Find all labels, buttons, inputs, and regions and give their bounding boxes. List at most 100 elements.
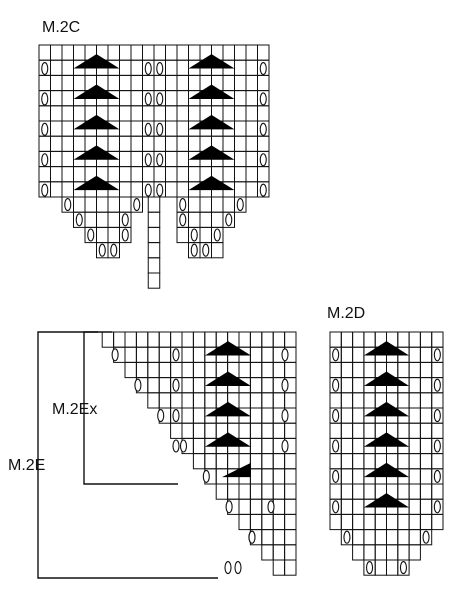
grid-cell [245,181,258,198]
grid-cell [222,196,235,213]
yarn-over-symbol [332,469,340,483]
grid-cell [147,257,161,274]
grid-cell [165,59,178,76]
grid-cell [352,407,365,424]
grid-cell [272,483,286,500]
grid-cell [222,211,235,228]
grid-cell [249,392,263,409]
grid-cell [419,437,433,455]
grid-cell [165,90,178,107]
grid-cell [363,361,376,379]
grid-cell [249,331,263,348]
grid-cell [234,135,247,152]
grid-cell [135,361,149,379]
grid-cell [142,135,155,152]
grid-cell [50,135,63,152]
grid-cell [158,392,172,409]
grid-cell [165,74,178,92]
grid-cell [352,437,365,455]
grid-cell [272,529,286,546]
grid-cell [176,59,189,76]
yarn-over-symbol [156,92,164,106]
yarn-over-symbol [172,378,180,392]
grid-cell [249,498,263,515]
decrease-symbol [188,145,235,160]
grid-cell [249,422,263,439]
grid-cell [431,331,444,348]
grid-cell [374,513,388,531]
grid-cell [397,513,410,531]
grid-cell [153,105,166,122]
grid-cell [192,331,206,348]
grid-cell [238,331,251,348]
grid-cell [176,135,189,152]
grid-cell [352,377,365,394]
grid-cell [176,150,189,168]
grid-cell [215,453,229,470]
yarn-over-symbol [156,62,164,76]
grid-cell [397,392,410,409]
grid-cell [113,331,126,348]
grid-cell [431,483,444,500]
yarn-over-symbol [121,213,129,227]
yarn-over-symbol [156,122,164,136]
grid-cell [50,90,63,107]
grid-cell [419,346,433,363]
grid-cell [408,346,421,363]
grid-cell [340,331,354,348]
yarn-over-symbol [433,500,441,514]
grid-cell [107,105,120,122]
grid-cell [204,361,217,379]
grid-cell [61,44,74,61]
yarn-over-symbol [87,228,95,242]
decrease-symbol [73,114,120,130]
grid-cell [119,74,132,92]
yarn-over-symbol [41,153,49,167]
grid-cell [245,90,258,107]
grid-cell [73,74,86,92]
grid-cell [352,544,365,561]
grid-cell [73,44,86,61]
grid-cell [431,453,444,470]
grid-cell [130,59,143,76]
grid-cell [234,105,247,122]
grid-cell [397,483,410,500]
yarn-over-symbol [365,561,374,575]
yarn-over-symbol [157,409,165,423]
grid-cell [245,59,258,76]
grid-cell [107,211,120,228]
grid-cell [261,513,274,531]
chart-m2e [101,331,297,576]
grid-cell [408,392,421,409]
grid-cell [176,90,189,107]
grid-cell [397,559,410,576]
grid-cell [408,361,421,379]
grid-cell [340,498,354,515]
grid-cell [199,226,212,244]
grid-cell [386,559,399,576]
grid-cell [234,44,247,61]
grid-cell [204,422,217,439]
grid-cell [352,331,365,348]
grid-cell [119,181,132,198]
bracket-m2ex [83,331,178,485]
decrease-symbol [73,145,120,160]
grid-cell [238,483,251,500]
grid-cell [222,74,235,92]
yarn-over-symbol [172,409,180,423]
grid-cell [130,181,143,198]
grid-cell [257,135,270,152]
grid-cell [284,468,297,485]
grid-cell [176,120,189,137]
grid-cell [50,44,63,61]
grid-cell [249,513,263,531]
grid-cell [142,44,155,61]
grid-cell [284,544,297,561]
grid-cell [107,74,120,92]
grid-cell [261,468,274,485]
label-m2e: M.2E [8,457,45,474]
grid-cell [397,422,410,439]
grid-cell [340,407,354,424]
grid-cell [188,74,201,92]
yarn-over-symbol [41,122,49,136]
